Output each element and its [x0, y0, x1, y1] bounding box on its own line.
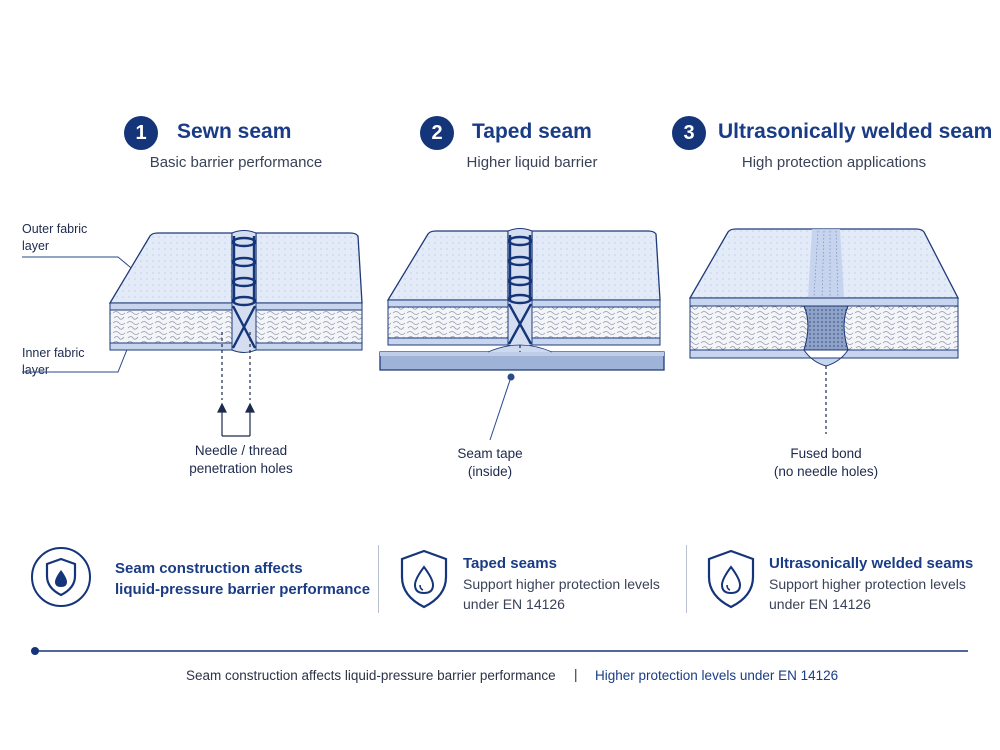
footer-separator: |	[574, 667, 578, 682]
shield-drop-icon	[705, 548, 757, 610]
taped-seams-heading: Taped seams	[463, 555, 557, 572]
info-divider-1	[378, 545, 379, 613]
seam-number-2: 2	[420, 116, 454, 150]
welded-seam-diagram	[688, 228, 960, 434]
sewn-seam-diagram	[108, 230, 363, 437]
welded-seam-subtitle: High protection applications	[741, 154, 927, 171]
footer-left-text: Seam construction affects liquid-pressur…	[186, 668, 556, 683]
fused-bond-callout: Fused bond(no needle holes)	[773, 446, 879, 479]
taped-seams-info: Taped seams Support higher protection le…	[463, 553, 673, 614]
shield-drop-circle-icon	[30, 546, 92, 608]
welded-seams-heading: Ultrasonically welded seams	[769, 555, 974, 572]
info-divider-2	[686, 545, 687, 613]
taped-seam-diagram	[379, 228, 665, 441]
sewn-seam-subtitle: Basic barrier performance	[149, 154, 323, 171]
shield-drop-icon	[398, 548, 450, 610]
seam-tape-callout: Seam tape(inside)	[457, 446, 523, 479]
seam-diagrams	[22, 228, 960, 441]
footer-right-text: Higher protection levels under EN 14126	[595, 668, 839, 683]
seam-number-1: 1	[124, 116, 158, 150]
sewn-seam-title: Sewn seam	[177, 120, 292, 143]
welded-seam-title: Ultrasonically welded seam	[718, 120, 993, 143]
taped-seam-subtitle: Higher liquid barrier	[466, 154, 598, 171]
footer-rule	[31, 647, 968, 655]
welded-seams-info: Ultrasonically welded seams Support high…	[769, 553, 989, 614]
taped-seam-title: Taped seam	[472, 120, 592, 143]
seam-number-3: 3	[672, 116, 706, 150]
